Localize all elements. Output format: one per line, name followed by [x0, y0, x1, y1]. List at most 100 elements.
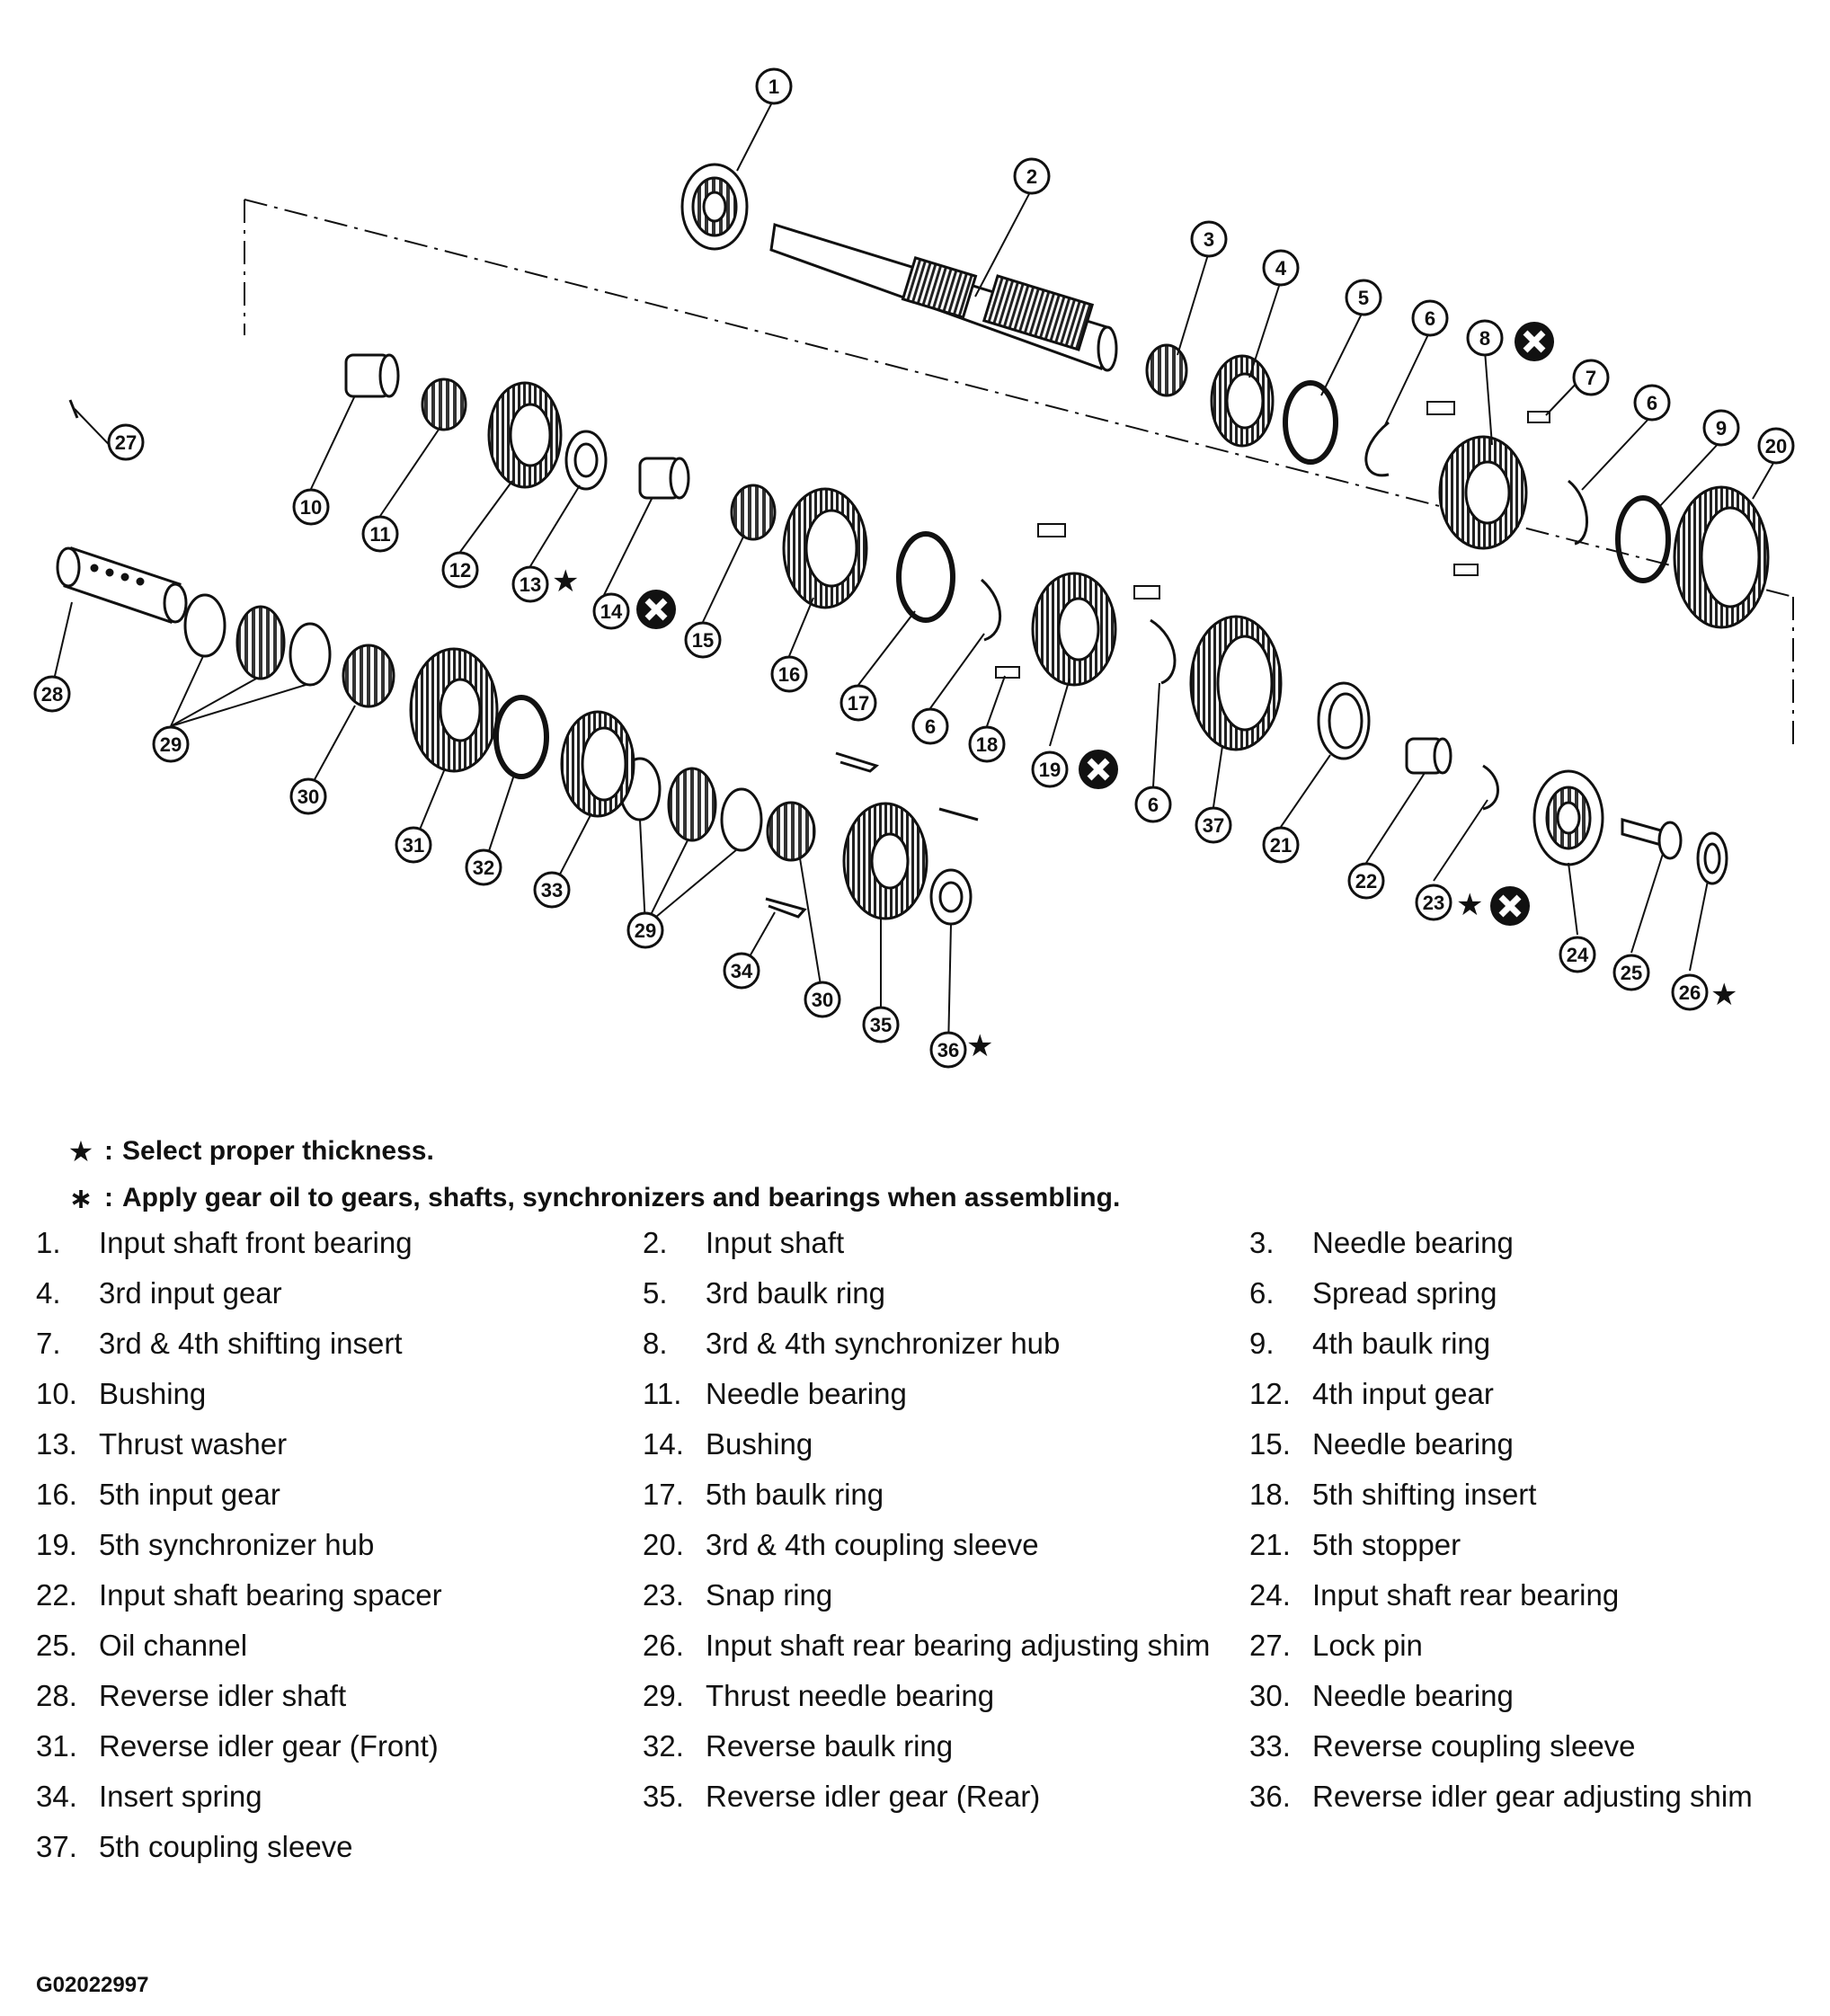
- legend-label: 3rd input gear: [99, 1276, 282, 1310]
- callout: 9: [1702, 409, 1740, 447]
- callout: 32: [465, 848, 502, 886]
- legend-item: 30.Needle bearing: [1249, 1675, 1816, 1717]
- parts-legend: 1.Input shaft front bearing 2.Input shaf…: [36, 1222, 1816, 1877]
- figure-code: G02022997: [36, 1973, 149, 1997]
- legend-label: Reverse idler gear adjusting shim: [1312, 1780, 1753, 1813]
- legend-row: 34.Insert spring 35.Reverse idler gear (…: [36, 1776, 1816, 1826]
- svg-text:5: 5: [1358, 287, 1369, 309]
- legend-item: 5.3rd baulk ring: [643, 1273, 1249, 1314]
- part-13-thrust-washer: [564, 430, 608, 491]
- legend-row: 13.Thrust washer 14.Bushing 15.Needle be…: [36, 1424, 1816, 1474]
- callout: 17: [839, 684, 877, 722]
- legend-item: 4. 3rd input gear: [36, 1273, 643, 1314]
- legend-row: 7.3rd & 4th shifting insert 8.3rd & 4th …: [36, 1323, 1816, 1373]
- part-10-bushing: [344, 353, 400, 398]
- legend-number: 28.: [36, 1679, 77, 1712]
- legend-number: 5.: [643, 1276, 668, 1310]
- callout: 6: [1134, 786, 1172, 823]
- callout: 26: [1671, 973, 1709, 1011]
- legend-label: Oil channel: [99, 1629, 248, 1662]
- legend-number: 24.: [1249, 1578, 1291, 1612]
- svg-text:6: 6: [1148, 794, 1159, 816]
- callout: 37: [1195, 806, 1232, 844]
- legend-item: 2.Input shaft: [643, 1222, 1249, 1264]
- legend-number: 14.: [643, 1427, 684, 1461]
- callout: 30: [804, 981, 841, 1018]
- replace-part-icon: [1515, 322, 1554, 361]
- svg-text:4: 4: [1275, 257, 1287, 280]
- callout: 36: [929, 1031, 967, 1069]
- svg-text:36: 36: [937, 1039, 959, 1061]
- callout: 4: [1262, 249, 1300, 287]
- legend-number: 35.: [643, 1780, 684, 1813]
- legend-label: 5th coupling sleeve: [99, 1830, 353, 1863]
- legend-item: 21.5th stopper: [1249, 1524, 1816, 1566]
- part-6-spread-spring-c: [981, 578, 1002, 642]
- part-14-bushing: [638, 457, 690, 500]
- svg-text:7: 7: [1586, 367, 1596, 389]
- note-text: Select proper thickness.: [122, 1136, 434, 1166]
- star-icon: ★: [67, 1134, 94, 1168]
- callout: 33: [533, 871, 571, 909]
- part-26-adjusting-shim: [1696, 831, 1728, 885]
- legend-number: 29.: [643, 1679, 684, 1712]
- legend-item: 36. Reverse idler gear adjusting shim: [1249, 1776, 1816, 1817]
- legend-number: 33.: [1249, 1729, 1291, 1763]
- legend-item: 11.Needle bearing: [643, 1373, 1249, 1415]
- svg-text:33: 33: [541, 879, 563, 901]
- callout: 6: [1411, 299, 1449, 337]
- select-thickness-star-icon: ★: [1710, 977, 1737, 1013]
- legend-number: 6.: [1249, 1276, 1275, 1310]
- callout: 5: [1345, 279, 1382, 316]
- legend-row: 16.5th input gear 17.5th baulk ring 18.5…: [36, 1474, 1816, 1524]
- part-27-lock-pin: [68, 399, 79, 419]
- part-19-5th-sync-hub: [1031, 572, 1117, 687]
- callout: 11: [361, 515, 399, 553]
- legend-label: 5th shifting insert: [1312, 1478, 1537, 1511]
- legend-row: 4. 3rd input gear 5.3rd baulk ring 6. Spre…: [36, 1273, 1816, 1323]
- callout: 22: [1347, 862, 1385, 900]
- svg-text:1: 1: [768, 75, 779, 98]
- svg-text:35: 35: [870, 1014, 892, 1036]
- legend-label: Input shaft bearing spacer: [99, 1578, 442, 1612]
- svg-text:15: 15: [692, 629, 714, 652]
- svg-text:21: 21: [1270, 834, 1292, 857]
- part-3-needle-bearing: [1145, 343, 1188, 397]
- legend-item: 10.Bushing: [36, 1373, 643, 1415]
- legend-number: 36.: [1249, 1780, 1291, 1813]
- part-30-needle-bearing: [342, 644, 816, 862]
- note-select-thickness: ★ : Select proper thickness.: [63, 1128, 1771, 1175]
- legend-number: 9.: [1249, 1327, 1275, 1360]
- legend-item: 24.Input shaft rear bearing: [1249, 1575, 1816, 1616]
- legend-row: 1.Input shaft front bearing 2.Input shaf…: [36, 1222, 1816, 1273]
- legend-number: 4.: [36, 1276, 61, 1310]
- legend-number: 12.: [1249, 1377, 1291, 1410]
- svg-text:32: 32: [473, 857, 494, 879]
- legend-label: Reverse idler gear (Rear): [706, 1780, 1041, 1813]
- part-4-3rd-input-gear: [1210, 354, 1275, 448]
- legend-label: Reverse baulk ring: [706, 1729, 954, 1763]
- note-colon: :: [104, 1183, 113, 1212]
- legend-item: 1.Input shaft front bearing: [36, 1222, 643, 1264]
- legend-number: 22.: [36, 1578, 77, 1612]
- part-37-5th-coupling-sleeve: [1189, 615, 1283, 751]
- legend-row: 25.Oil channel 26.Input shaft rear beari…: [36, 1625, 1816, 1675]
- callout: 25: [1612, 954, 1650, 991]
- svg-text:37: 37: [1203, 814, 1224, 837]
- legend-label: 5th synchronizer hub: [99, 1528, 375, 1561]
- svg-text:6: 6: [1425, 307, 1435, 330]
- legend-label: Lock pin: [1312, 1629, 1423, 1662]
- legend-number: 16.: [36, 1478, 77, 1511]
- legend-row: 28.Reverse idler shaft 29.Thrust needle …: [36, 1675, 1816, 1726]
- legend-label: 3rd & 4th shifting insert: [99, 1327, 403, 1360]
- svg-text:28: 28: [41, 683, 63, 706]
- legend-label: Spread spring: [1312, 1276, 1497, 1310]
- callout: 12: [441, 551, 479, 589]
- legend-number: 17.: [643, 1478, 684, 1511]
- callout: 2: [1013, 157, 1051, 195]
- svg-text:17: 17: [848, 692, 869, 715]
- legend-label: Snap ring: [706, 1578, 833, 1612]
- svg-text:22: 22: [1355, 870, 1377, 893]
- legend-number: 10.: [36, 1377, 77, 1410]
- leader-lines: [51, 98, 1777, 1051]
